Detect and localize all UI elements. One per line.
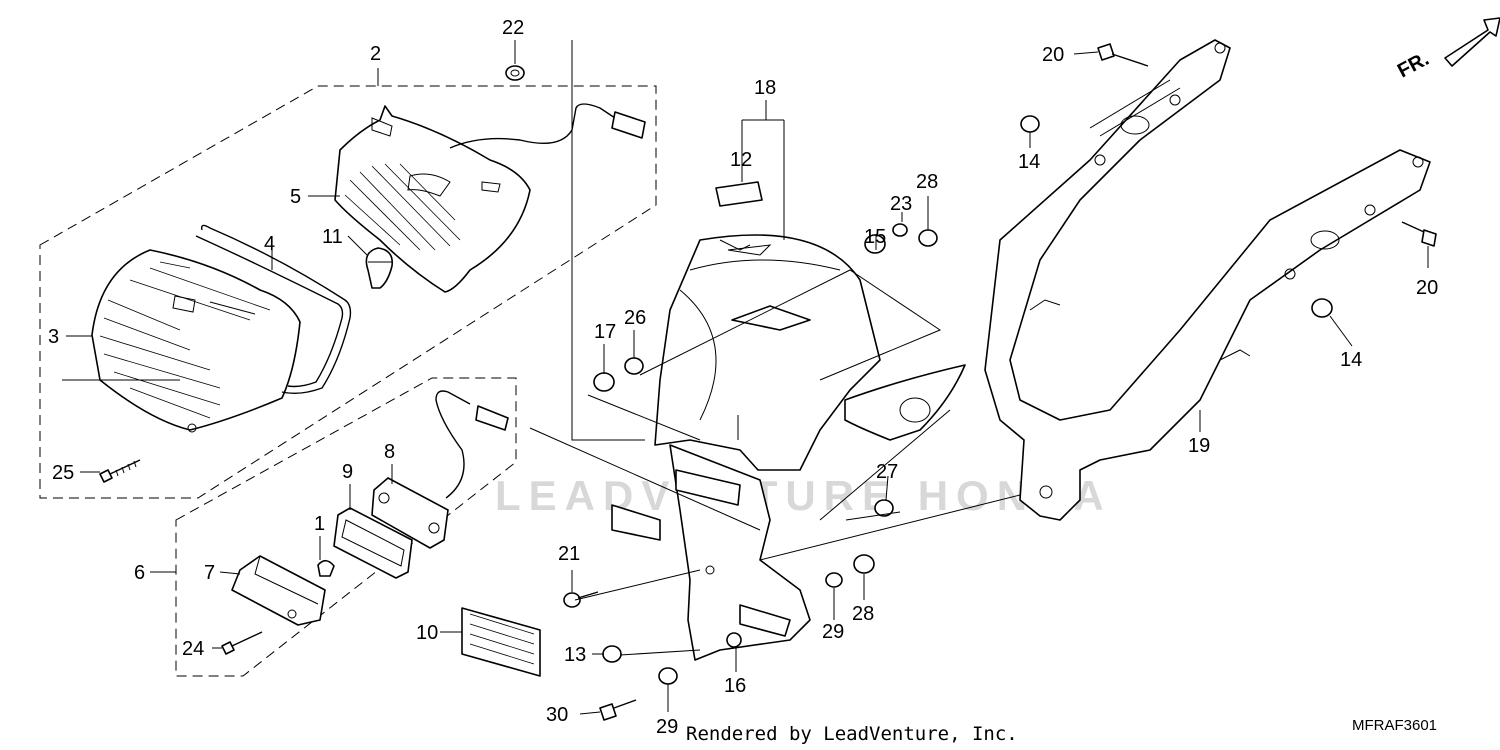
watermark: LEADVENTURE HONDA <box>495 472 1112 519</box>
grommet-15 <box>864 234 886 254</box>
nut-28-upper <box>918 229 938 247</box>
callout-4: 4 <box>264 233 275 255</box>
bolt-20-lower <box>1401 221 1437 247</box>
callout-29-lower: 29 <box>656 716 678 738</box>
nut-27 <box>874 499 894 517</box>
taillight-group-box <box>39 85 657 499</box>
front-direction-arrow: FR. <box>1394 17 1500 83</box>
license-socket-8 <box>371 390 509 549</box>
callout-20-lower: 20 <box>1416 277 1438 299</box>
callout-8: 8 <box>384 441 395 463</box>
callout-18: 18 <box>754 77 776 99</box>
callout-23: 23 <box>890 193 912 215</box>
taillight-housing <box>334 105 531 293</box>
washer-29-right <box>825 572 843 588</box>
washer-26 <box>624 357 644 375</box>
diagram-code: MFRAF3601 <box>1352 717 1437 734</box>
callout-30: 30 <box>546 704 568 726</box>
taillight-gasket <box>195 224 352 395</box>
screw-24 <box>221 631 263 655</box>
callout-24: 24 <box>182 638 204 660</box>
callout-13: 13 <box>564 644 586 666</box>
nut-14-lower <box>1311 298 1333 318</box>
callout-16: 16 <box>724 675 746 697</box>
callout-10: 10 <box>416 622 438 644</box>
callout-14-upper: 14 <box>1018 151 1040 173</box>
bolt-20-upper <box>1097 43 1149 67</box>
nut-16 <box>726 632 742 648</box>
bolt-30 <box>599 699 637 721</box>
callout-6: 6 <box>134 562 145 584</box>
callout-12: 12 <box>730 149 752 171</box>
callout-11: 11 <box>322 226 343 248</box>
callout-14-lower: 14 <box>1340 349 1362 371</box>
front-direction-label: FR. <box>1394 48 1433 83</box>
callout-21: 21 <box>558 543 580 565</box>
callout-28-lower: 28 <box>852 603 874 625</box>
callout-3: 3 <box>48 326 59 348</box>
callout-labels: 2 22 3 4 5 11 25 6 7 9 8 1 24 10 18 12 1… <box>48 17 1438 738</box>
callout-29-right: 29 <box>822 621 844 643</box>
callout-2: 2 <box>370 43 381 65</box>
nut-14-upper <box>1020 115 1040 133</box>
license-bracket <box>611 444 811 661</box>
callout-5: 5 <box>290 186 301 208</box>
license-lens-7 <box>231 555 326 626</box>
callout-22: 22 <box>502 17 524 39</box>
callout-20-upper: 20 <box>1042 44 1064 66</box>
callout-26: 26 <box>624 307 646 329</box>
footer-credit: Rendered by LeadVenture, Inc. <box>686 723 1018 745</box>
bolt-21 <box>563 591 599 608</box>
license-light-group-box <box>175 377 517 677</box>
callout-19: 19 <box>1188 435 1210 457</box>
grommet-22 <box>505 65 525 81</box>
sticker-12 <box>715 181 763 207</box>
callout-28-upper: 28 <box>916 171 938 193</box>
screw-25 <box>99 459 141 483</box>
fender-leader-lines <box>529 269 1041 656</box>
license-bulb-1 <box>317 559 335 577</box>
callout-15: 15 <box>864 226 886 248</box>
callout-leaders <box>66 40 1429 715</box>
reflector-10 <box>461 607 541 677</box>
collar-23 <box>892 223 908 237</box>
callout-25: 25 <box>52 462 74 484</box>
grab-rail-19 <box>984 39 1431 521</box>
callout-7: 7 <box>204 562 215 584</box>
taillight-wire <box>449 103 646 149</box>
nut-13 <box>602 645 622 663</box>
callout-1: 1 <box>314 513 325 535</box>
nut-28-lower <box>853 554 875 574</box>
washer-29-lower <box>658 667 678 685</box>
taillight-bulb <box>365 247 394 289</box>
rear-fender <box>654 234 966 471</box>
callout-27: 27 <box>876 461 898 483</box>
taillight-lens <box>91 249 301 433</box>
nut-17 <box>593 372 615 392</box>
callout-9: 9 <box>342 461 353 483</box>
callout-17: 17 <box>594 321 616 343</box>
